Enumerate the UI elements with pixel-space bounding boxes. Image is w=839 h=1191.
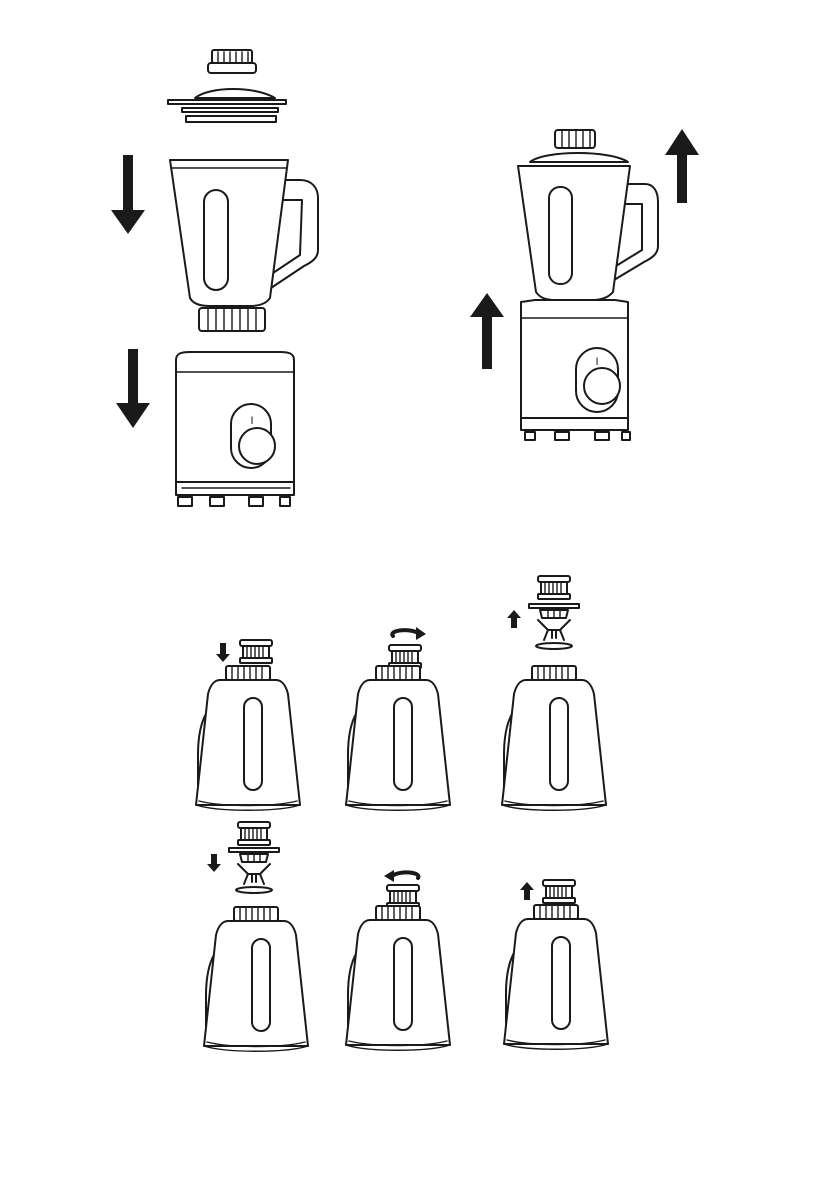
lid	[168, 89, 286, 122]
down-arrow-icon	[116, 349, 150, 428]
step-1-unscrew-cap	[196, 640, 300, 810]
step-5-rotate-cap	[346, 870, 450, 1050]
down-arrow-icon	[207, 854, 221, 872]
up-arrow-icon	[470, 293, 504, 369]
power-mark: I	[250, 415, 253, 427]
step-3-lift-blade	[502, 576, 606, 810]
lid-cap	[208, 50, 256, 73]
rotate-arrow-icon	[384, 870, 418, 882]
power-mark: I	[595, 356, 598, 368]
blender-jar	[170, 160, 318, 331]
control-knob	[584, 368, 620, 404]
step-4-insert-blade	[204, 822, 308, 1051]
step-6-secure-cap	[504, 880, 608, 1049]
down-arrow-icon	[111, 155, 145, 234]
down-arrow-icon	[216, 643, 230, 662]
up-arrow-icon	[507, 610, 521, 628]
up-arrow-icon	[665, 129, 699, 203]
assembled-blender: I	[470, 129, 699, 440]
rotate-arrow-icon	[392, 627, 426, 640]
motor-base: I	[176, 352, 294, 506]
control-knob	[239, 428, 275, 464]
exploded-assembly: I	[111, 50, 318, 506]
up-arrow-icon	[520, 882, 534, 900]
step-2-rotate-cap	[346, 627, 450, 810]
